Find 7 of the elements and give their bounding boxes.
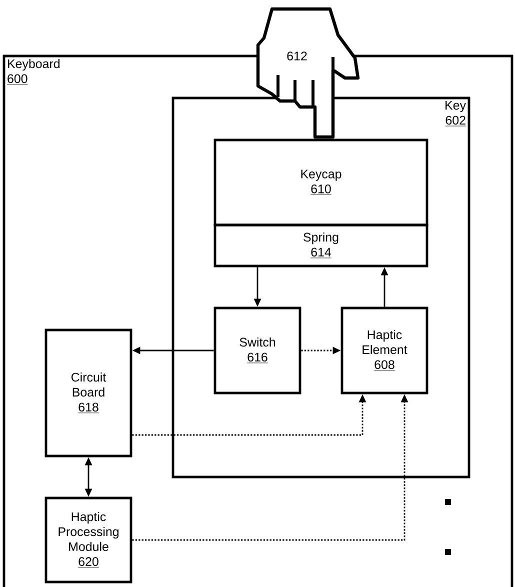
hand-drawing: 612 (256, 7, 360, 139)
keycap-box: Keycap 610 (214, 138, 428, 226)
switch-box: Switch 616 (214, 306, 302, 394)
circuit-board-box: Circuit Board 618 (44, 328, 132, 458)
haptic-element-box: Haptic Element 608 (340, 306, 428, 394)
spring-box: Spring 614 (214, 224, 428, 268)
processing-module-box: Haptic Processing Module 620 (44, 496, 132, 584)
